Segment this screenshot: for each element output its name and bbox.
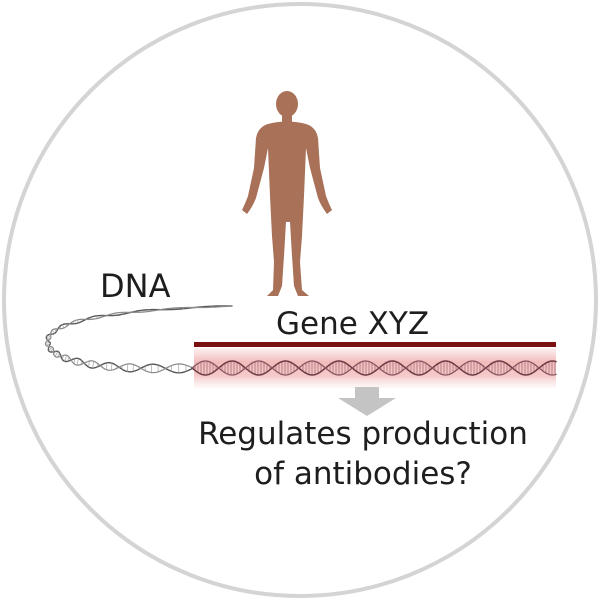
question-line-1: Regulates production bbox=[198, 416, 528, 452]
question-text: Regulates production of antibodies? bbox=[198, 414, 528, 494]
gene-label: Gene XYZ bbox=[276, 306, 430, 342]
gene-helix bbox=[191, 360, 557, 376]
human-silhouette-icon bbox=[242, 91, 332, 296]
down-arrow-icon bbox=[338, 387, 396, 416]
question-line-2: of antibodies? bbox=[254, 456, 472, 492]
gene-bar bbox=[194, 342, 556, 347]
dna-label: DNA bbox=[100, 267, 171, 305]
dna-strand bbox=[44, 305, 233, 374]
